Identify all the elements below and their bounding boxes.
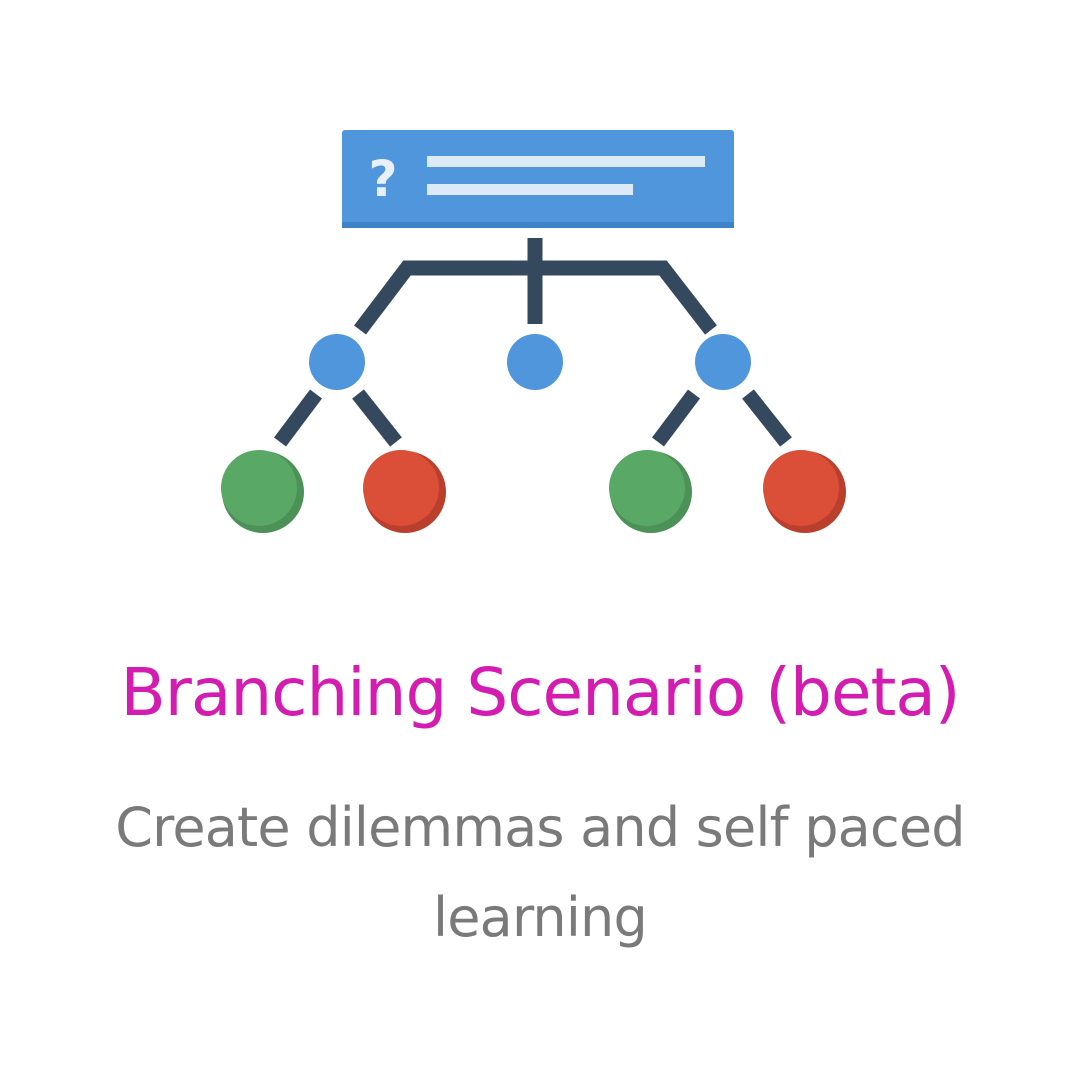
branch-node-left-icon [309,334,365,390]
content-type-description: Create dilemmas and self paced learning [115,796,965,949]
failure-node-icon [363,450,439,526]
question-box-icon: ? [342,130,734,228]
svg-text:?: ? [368,150,397,208]
success-node-icon [221,450,297,526]
branching-scenario-icon: ? [221,130,846,533]
success-node-icon [609,450,685,526]
branch-nodes [309,334,751,390]
branching-tree-graphic: ? [221,130,846,533]
tree-lines [274,238,792,447]
outcome-nodes [221,450,846,533]
branch-node-center-icon [507,334,563,390]
content-type-title[interactable]: Branching Scenario (beta) [120,654,960,731]
branch-node-right-icon [695,334,751,390]
failure-node-icon [763,450,839,526]
